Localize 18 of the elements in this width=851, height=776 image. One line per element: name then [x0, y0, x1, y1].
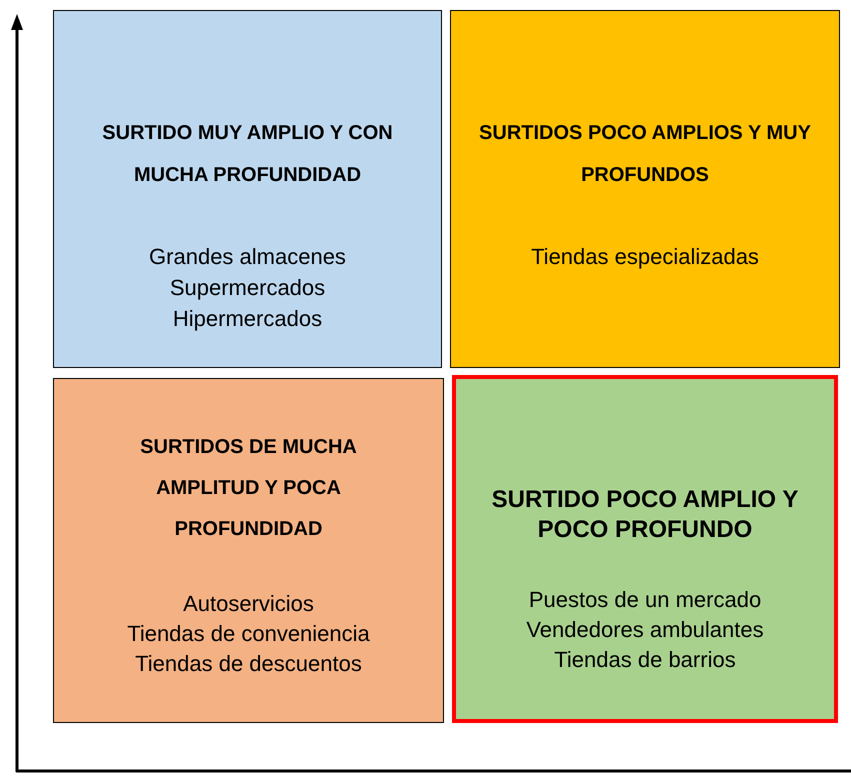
quadrant-heading: SURTIDO MUY AMPLIO Y CON MUCHA PROFUNDIDAD	[101, 121, 394, 188]
store-type-text: Tiendas de barrios	[554, 646, 736, 674]
quadrant-box	[450, 10, 840, 368]
store-type-text: Autoservicios	[183, 590, 314, 618]
store-type-text: Grandes almacenes	[149, 243, 346, 271]
store-type-text: Vendedores ambulantes	[526, 616, 764, 644]
quadrant-heading: SURTIDOS DE MUCHA AMPLITUD Y POCA PROFUNDIDAD	[139, 435, 358, 542]
quadrant-heading: SURTIDO POCO AMPLIO Y POCO PROFUNDO	[490, 485, 800, 545]
store-type-text: Puestos de un mercado	[528, 586, 762, 614]
store-type-text: Tiendas de descuentos	[135, 650, 362, 678]
store-type-text: Hipermercados	[172, 305, 322, 333]
store-type-text: Tiendas de conveniencia	[127, 620, 370, 648]
quadrant-box	[452, 375, 838, 723]
store-type-text: Tiendas especializadas	[531, 243, 759, 271]
quadrant-box	[53, 10, 442, 368]
store-type-text: Supermercados	[170, 274, 326, 302]
quadrant-box	[53, 378, 444, 723]
quadrant-heading: SURTIDOS POCO AMPLIOS Y MUY PROFUNDOS	[478, 121, 812, 188]
